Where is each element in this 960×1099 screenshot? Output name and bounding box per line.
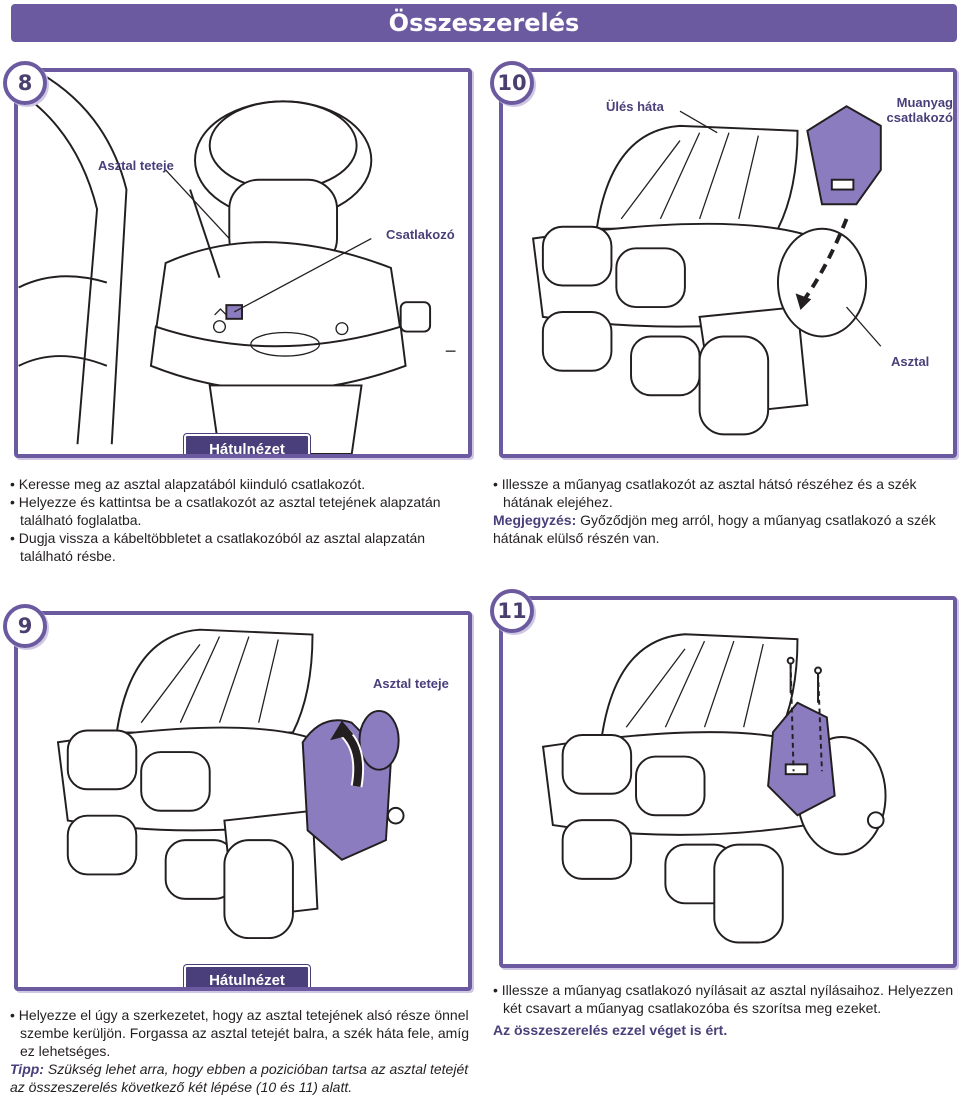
step-10-instructions: Illessze a műanyag csatlakozót az asztal…	[493, 475, 955, 547]
step-11-badge: 11	[490, 589, 534, 633]
step-9-instructions: Helyezze el úgy a szerkezetet, hogy az a…	[10, 1006, 480, 1096]
step-9-label-table-top: Asztal teteje	[373, 676, 449, 691]
step-9-view-tag: Hátulnézet	[184, 965, 310, 987]
step-11-final-text: Az összeszerelés ezzel véget is ért.	[493, 1022, 728, 1038]
step-10-label-table: Asztal	[891, 354, 930, 369]
step-9-badge: 9	[3, 604, 47, 648]
step-8-badge: 8	[3, 61, 47, 105]
step-10-note-text: Győződjön meg arról, hogy a műanyag csat…	[493, 512, 936, 546]
step-9-drawing	[56, 628, 405, 940]
step-9-tip-text: Szükség lehet arra, hogy ebben a pozició…	[10, 1061, 469, 1095]
step-8-label-connector: Csatlakozó	[386, 227, 455, 242]
step-10-note-label: Megjegyzés:	[493, 512, 577, 528]
step-9-tip-label: Tipp:	[10, 1061, 44, 1077]
step-10-note: Megjegyzés: Győződjön meg arról, hogy a …	[493, 511, 955, 547]
step-11-instructions: Illessze a műanyag csatlakozó nyílásait …	[493, 981, 955, 1039]
page-header: Összeszerelés	[11, 4, 957, 42]
step-9-bullet-1: Helyezze el úgy a szerkezetet, hogy az a…	[10, 1006, 480, 1060]
step-8-view-tag: Hátulnézet	[184, 434, 310, 454]
step-10-badge: 10	[490, 61, 534, 105]
step-11-bullet-1: Illessze a műanyag csatlakozó nyílásait …	[493, 981, 955, 1017]
step-8-bullet-2: Helyezze és kattintsa be a csatlakozót a…	[10, 493, 480, 529]
step-8-instructions: Keresse meg az asztal alapzatából kiindu…	[10, 475, 480, 565]
step-11-drawing	[541, 633, 887, 944]
step-10-illustration: Ülés háta Muanyag csatlakozó Asztal	[499, 68, 957, 458]
step-8-bullet-3: Dugja vissza a kábeltöbbletet a csatlako…	[10, 529, 480, 565]
step-11-illustration	[499, 596, 957, 968]
step-9-tip: Tipp: Szükség lehet arra, hogy ebben a p…	[10, 1060, 480, 1096]
step-8-illustration: Asztal teteje Csatlakozó Hátulnézet	[14, 68, 472, 458]
step-8-label-table-top: Asztal teteje	[98, 158, 174, 173]
step-10-bullet-1: Illessze a műanyag csatlakozót az asztal…	[493, 475, 955, 511]
step-10-label-seat-back: Ülés háta	[606, 99, 664, 114]
page-title: Összeszerelés	[388, 9, 580, 37]
step-8-drawing	[18, 72, 456, 454]
step-10-drawing	[531, 105, 882, 436]
step-8-bullet-1: Keresse meg az asztal alapzatából kiindu…	[10, 475, 480, 493]
step-10-label-plastic-connector: Muanyag csatlakozó	[886, 95, 953, 125]
step-9-illustration: Asztal teteje Hátulnézet	[14, 611, 472, 991]
